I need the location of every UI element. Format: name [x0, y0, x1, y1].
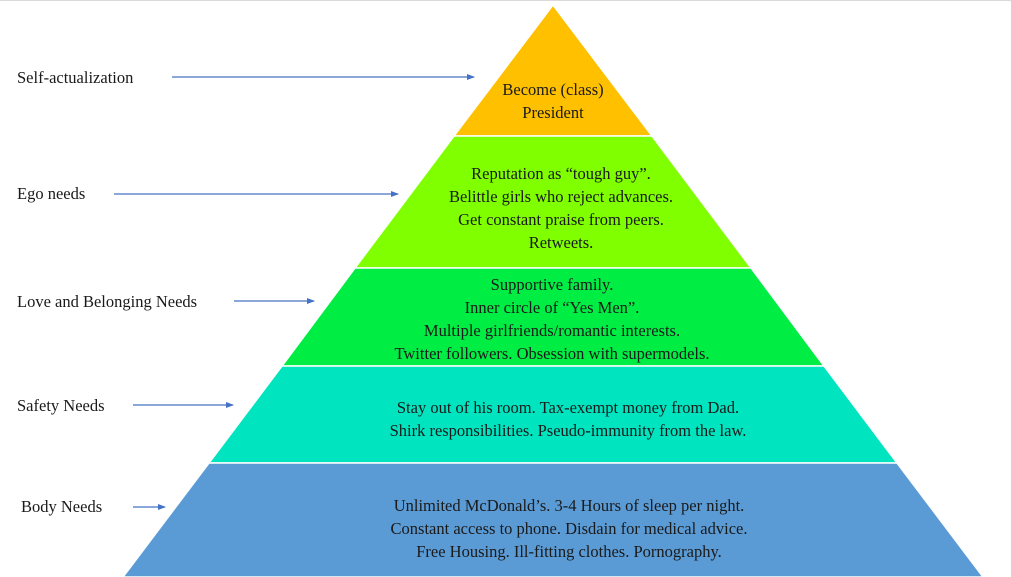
tier-body-needs-text: Unlimited McDonald’s. 3-4 Hours of sleep… [391, 494, 748, 563]
tier-text-line: Inner circle of “Yes Men”. [464, 298, 640, 317]
tier-text-line: Become (class) [502, 80, 604, 99]
tier-love-belonging-text: Supportive family. Inner circle of “Yes … [394, 273, 709, 365]
tier-ego-needs-text: Reputation as “tough guy”. Belittle girl… [449, 162, 673, 254]
label-safety-needs: Safety Needs [17, 396, 105, 415]
tier-self-actualization-text: Become (class) President [502, 78, 603, 124]
label-self-actualization: Self-actualization [17, 68, 134, 87]
tier-text-line: Constant access to phone. Disdain for me… [390, 519, 748, 538]
tier-text-line: Multiple girlfriends/romantic interests. [423, 321, 681, 340]
tier-text-line: Unlimited McDonald’s. 3-4 Hours of sleep… [393, 496, 745, 515]
label-ego-needs: Ego needs [17, 184, 86, 203]
label-love-belonging: Love and Belonging Needs [17, 292, 198, 311]
tier-safety-needs-text: Stay out of his room. Tax-exempt money f… [390, 396, 747, 442]
tier-text-line: Stay out of his room. Tax-exempt money f… [396, 398, 740, 417]
tier-text-line: Supportive family. [490, 275, 614, 294]
tier-body-needs-shape [122, 462, 984, 577]
tier-text-line: Retweets. [528, 233, 594, 252]
tier-text-line: Shirk responsibilities. Pseudo-immunity … [389, 421, 747, 440]
label-body-needs: Body Needs [21, 497, 103, 516]
tier-text-line: Get constant praise from peers. [458, 210, 664, 229]
tier-text-line: President [522, 103, 584, 122]
top-border-line [0, 0, 1011, 1]
tier-text-line: Reputation as “tough guy”. [471, 164, 651, 183]
tier-text-line: Free Housing. Ill-fitting clothes. Porno… [416, 542, 722, 561]
tier-text-line: Twitter followers. Obsession with superm… [394, 344, 710, 363]
tier-text-line: Belittle girls who reject advances. [448, 187, 674, 206]
